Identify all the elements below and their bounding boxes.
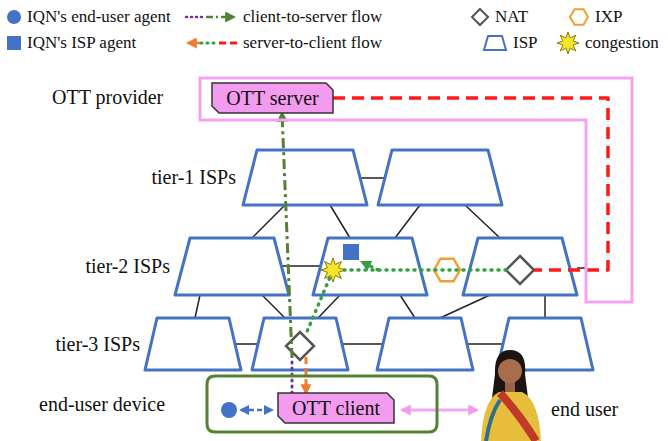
isp-shape [175, 238, 289, 295]
isp-agent-square [343, 244, 359, 260]
flow-segment [333, 98, 608, 270]
legend-swatch [184, 32, 238, 54]
box-label: OTT server [226, 87, 318, 110]
agent-client-link [241, 409, 272, 412]
region-heading: OTT provider [52, 86, 163, 109]
isp-shape [252, 318, 348, 370]
box-label: OTT client [292, 397, 380, 420]
tier-label: tier-3 ISPs [55, 333, 140, 356]
legend-text: IQN's ISP agent [27, 33, 136, 53]
tier-label: tier-2 ISPs [85, 255, 170, 278]
congestion-star [321, 258, 345, 282]
server-box: OTT server [212, 83, 333, 113]
flow-segment [306, 270, 506, 334]
legend-swatch [556, 32, 580, 54]
flow-connector [282, 113, 292, 393]
user-label: end user [551, 398, 618, 421]
flow-connector [306, 98, 608, 393]
region-heading: end-user device [39, 393, 165, 416]
flow-segment [282, 113, 292, 358]
end-user-agent-dot [221, 402, 237, 418]
legend-entry: IXP [568, 6, 622, 28]
flow-segment [362, 262, 378, 270]
nat-symbol [506, 256, 534, 284]
legend-text: IQN's end-user agent [27, 7, 171, 27]
legend-text: NAT [495, 7, 528, 27]
isp-trapezoids [145, 150, 593, 370]
isp-shape [378, 150, 502, 205]
isp-shape [377, 318, 473, 370]
legend-swatch [482, 32, 508, 54]
legend-entry: IQN's end-user agent [6, 6, 171, 28]
device-box: end-user device OTT client [35, 371, 440, 435]
legend-text: IXP [595, 7, 622, 27]
provider-region: OTT provider OTT server [50, 74, 660, 306]
isp-shape [313, 238, 427, 295]
client-box: OTT client [278, 393, 394, 423]
legend-swatch [6, 32, 22, 54]
end-user-figure [481, 350, 541, 441]
legend-swatch [470, 6, 490, 28]
region-outline [50, 74, 660, 306]
isp-shape [243, 150, 367, 205]
legend-entry: IQN's ISP agent [6, 32, 136, 54]
isp-shape [145, 318, 241, 370]
legend-swatch [6, 6, 22, 28]
client-user-link [402, 409, 477, 412]
isp-shape [463, 238, 577, 295]
legend-text: client-to-server flow [243, 7, 382, 27]
legend-entry: congestion [556, 32, 659, 54]
tier-label: tier-1 ISPs [151, 166, 236, 189]
legend-text: ISP [513, 33, 538, 53]
legend-text: server-to-client flow [243, 33, 382, 53]
legend-entry: NAT [470, 6, 528, 28]
legend-swatch [184, 6, 238, 28]
legend-entry: client-to-server flow [184, 6, 382, 28]
legend-entry: server-to-client flow [184, 32, 382, 54]
legend-swatch [568, 6, 590, 28]
legend-text: congestion [585, 33, 659, 53]
legend-entry: ISP [482, 32, 538, 54]
